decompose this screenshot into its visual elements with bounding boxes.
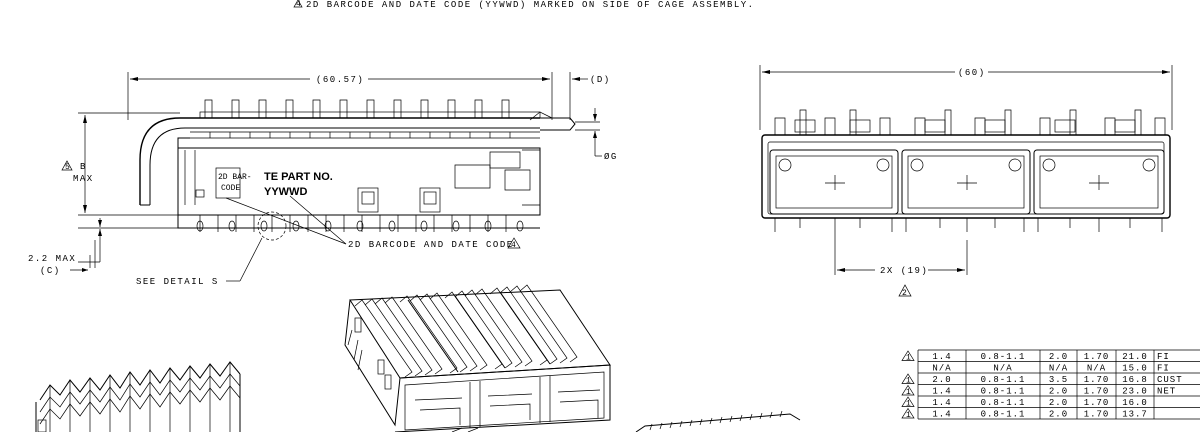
- table-cell: 2.0: [1049, 387, 1068, 397]
- table-cell: NET: [1157, 387, 1176, 397]
- revision-flag-icon: [901, 350, 915, 361]
- table-cell: 0.8-1.1: [981, 387, 1026, 397]
- front-dim-pitch: 2X (19): [880, 266, 928, 276]
- table-cell: 1.4: [932, 387, 951, 397]
- table-cell: 0.8-1.1: [981, 398, 1026, 408]
- table-cell: 16.0: [1122, 398, 1148, 408]
- table-row: 1 1.4 0.8-1.1 2.0 1.70 13.7: [901, 407, 1200, 420]
- table-cell: 21.0: [1122, 352, 1148, 362]
- side-dim-22-max: 2.2 MAX: [28, 254, 76, 264]
- top-note: 4 2D BARCODE AND DATE CODE (YYWWD) MARKE…: [293, 0, 755, 10]
- revision-flag-icon: [901, 407, 915, 419]
- table-cell: 1.70: [1084, 375, 1110, 385]
- front-view: (60) 2X (19): [759, 65, 1173, 298]
- side-barcode-box-line2: CODE: [221, 184, 240, 193]
- side-dim-b-note: 5: [65, 163, 70, 172]
- table-row: N/A N/A N/A N/A 15.0 FI: [918, 361, 1200, 374]
- iso-cage-view: [344, 284, 611, 432]
- table-cell: N/A: [932, 364, 951, 374]
- table-cell: 0.8-1.1: [981, 375, 1026, 385]
- table-cell: 0.8-1.1: [981, 410, 1026, 420]
- table-cell: 1.70: [1084, 352, 1110, 362]
- side-see-detail: SEE DETAIL S: [136, 277, 219, 287]
- side-dim-b-max: MAX: [73, 174, 94, 184]
- front-note: 2: [902, 289, 907, 298]
- side-barcode-box-line1: 2D BAR-: [218, 173, 252, 182]
- table-cell: CUST: [1157, 375, 1183, 385]
- side-view: (60.57) (D) ØG 5 B MAX 2.2 MAX: [28, 72, 618, 287]
- table-cell: 3.5: [1049, 375, 1068, 385]
- side-barcode-callout: 2D BARCODE AND DATE CODE: [348, 240, 514, 250]
- table-cell: N/A: [1087, 364, 1106, 374]
- front-dim-overall: (60): [958, 68, 986, 78]
- table-cell: 16.8: [1122, 375, 1148, 385]
- revision-flag-icon: [901, 396, 915, 407]
- side-dim-overall: (60.57): [316, 75, 364, 85]
- table-cell: 13.7: [1122, 410, 1148, 420]
- table-cell: 1.70: [1084, 387, 1110, 397]
- revision-flag-number: 1: [906, 388, 911, 397]
- table-row: 1 1.4 0.8-1.1 2.0 1.70 16.0: [901, 395, 1200, 409]
- table-cell: N/A: [993, 364, 1012, 374]
- table-cell: FI: [1157, 364, 1170, 374]
- iso-partial-bottom: [451, 410, 801, 432]
- table-cell: N/A: [1049, 364, 1068, 374]
- table-cell: 15.0: [1122, 364, 1148, 374]
- side-bottom-pins: [196, 215, 524, 232]
- side-barcode-callout-note: 4: [511, 241, 516, 250]
- table-row: 1 1.4 0.8-1.1 2.0 1.70 21.0 FI: [901, 349, 1200, 363]
- table-cell: 1.70: [1084, 410, 1110, 420]
- revision-flag-number: 1: [906, 377, 911, 386]
- table-cell: 1.4: [932, 398, 951, 408]
- top-note-number: 4: [296, 0, 301, 9]
- table-cell: 2.0: [1049, 398, 1068, 408]
- table-cell: 2.0: [1049, 352, 1068, 362]
- side-dim-d: (D): [590, 75, 611, 85]
- side-date-code: YYWWD: [264, 186, 307, 198]
- table-row: 1 1.4 0.8-1.1 2.0 1.70 23.0 NET: [901, 384, 1200, 397]
- revision-flag-icon: [901, 373, 915, 384]
- table-cell: 0.8-1.1: [981, 352, 1026, 362]
- revision-flag-number: 1: [906, 400, 911, 409]
- top-note-text: 2D BARCODE AND DATE CODE (YYWWD) MARKED …: [306, 0, 755, 10]
- iso-heatsink-left: [35, 361, 241, 432]
- table-cell: 1.70: [1084, 398, 1110, 408]
- table-cell: FI: [1157, 352, 1170, 362]
- table-cell: 23.0: [1122, 387, 1148, 397]
- side-dim-b: B: [80, 162, 87, 172]
- table-row: 1 2.0 0.8-1.1 3.5 1.70 16.8 CUST: [901, 372, 1200, 386]
- revision-flag-icon: [901, 384, 915, 396]
- table-cell: 2.0: [1049, 410, 1068, 420]
- side-dim-c: (C): [40, 266, 61, 276]
- side-dim-g: ØG: [604, 152, 618, 162]
- table-cell: 2.0: [932, 375, 951, 385]
- side-te-part-no: TE PART NO.: [264, 171, 333, 183]
- table-cell: 1.4: [932, 352, 951, 362]
- side-top-pegs: [190, 99, 541, 139]
- revision-flag-number: 1: [906, 411, 911, 420]
- revision-flag-number: 1: [906, 354, 911, 363]
- table-cell: 1.4: [932, 410, 951, 420]
